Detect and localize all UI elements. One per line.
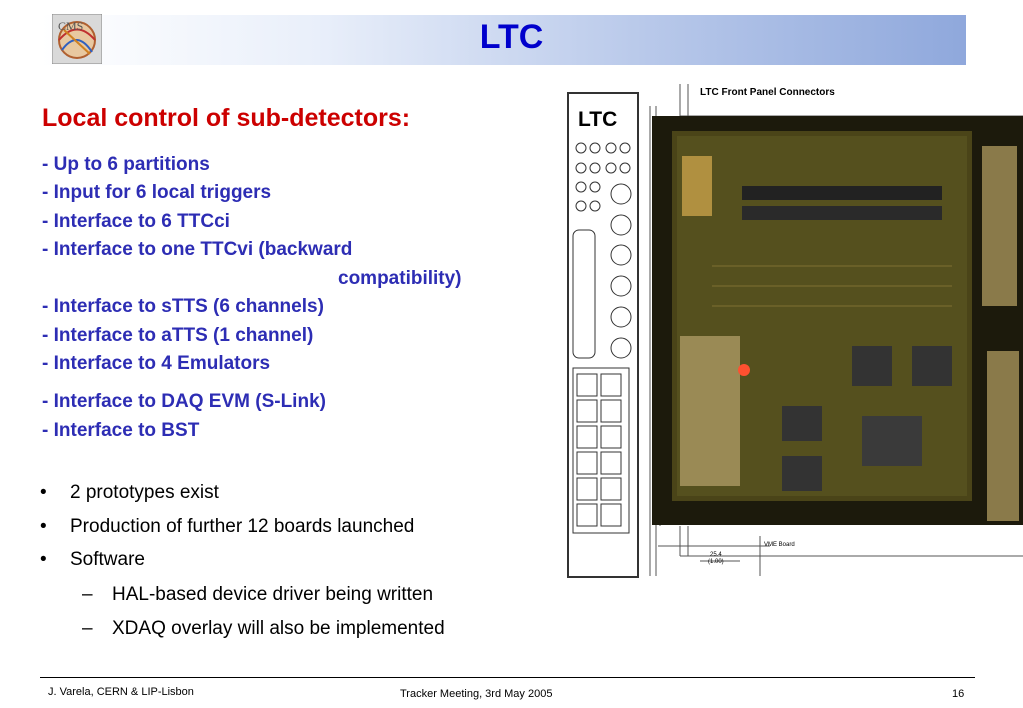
feature-item: - Interface to one TTCvi (backward [42,239,353,260]
feature-item: - Up to 6 partitions [42,154,210,175]
bullet-item: • Production of further 12 boards launch… [40,516,415,538]
feature-item: - Interface to 4 Emulators [42,353,271,374]
bullet-marker: • [40,482,47,503]
dimension-value: 25.4 [710,552,722,558]
bullet-item: • 2 prototypes exist [40,482,219,504]
feature-item: - Interface to 6 TTCci [42,211,230,232]
slide-number: 16 [952,688,965,700]
bullet-marker: • [40,549,47,570]
feature-item: - Interface to sTTS (6 channels) [42,296,324,317]
drawing-title: LTC Front Panel Connectors [700,87,835,98]
sub-bullet-text: HAL-based device driver being written [112,584,434,605]
slide-title: LTC [479,18,544,56]
vme-board-label: VME Board [764,542,795,548]
bullet-marker: • [40,516,47,537]
bullet-text: Production of further 12 boards launched [70,516,415,537]
board-illustration [652,116,1023,525]
dimension-label: 25.4 (1.00) [708,552,724,566]
dimension-sub: (1.00) [708,559,724,565]
title-bar [40,15,966,65]
footer-meeting: Tracker Meeting, 3rd May 2005 [400,688,553,700]
bullet-text: 2 prototypes exist [70,482,219,503]
feature-item: - Interface to BST [42,420,200,441]
sub-bullet-marker: – [82,618,93,639]
panel-connectors [572,142,632,534]
feature-item: - Input for 6 local triggers [42,182,272,203]
svg-text:CMS: CMS [58,19,83,33]
feature-item: - Interface to aTTS (1 channel) [42,325,314,346]
board-photo [652,116,1023,525]
cms-logo: CMS [52,14,102,64]
sub-bullet-item: – XDAQ overlay will also be implemented [82,618,445,640]
sub-bullet-text: XDAQ overlay will also be implemented [112,618,445,639]
sub-bullet-marker: – [82,584,93,605]
bullet-item: • Software [40,549,145,571]
feature-item: - Interface to DAQ EVM (S-Link) [42,391,326,412]
feature-item-continuation: compatibility) [338,268,462,289]
footer-divider [40,677,975,678]
sub-bullet-item: – HAL-based device driver being written [82,584,434,606]
bullet-text: Software [70,549,145,570]
section-heading: Local control of sub-detectors: [42,104,411,132]
footer-author: J. Varela, CERN & LIP-Lisbon [48,686,194,698]
panel-label: LTC [578,108,618,131]
